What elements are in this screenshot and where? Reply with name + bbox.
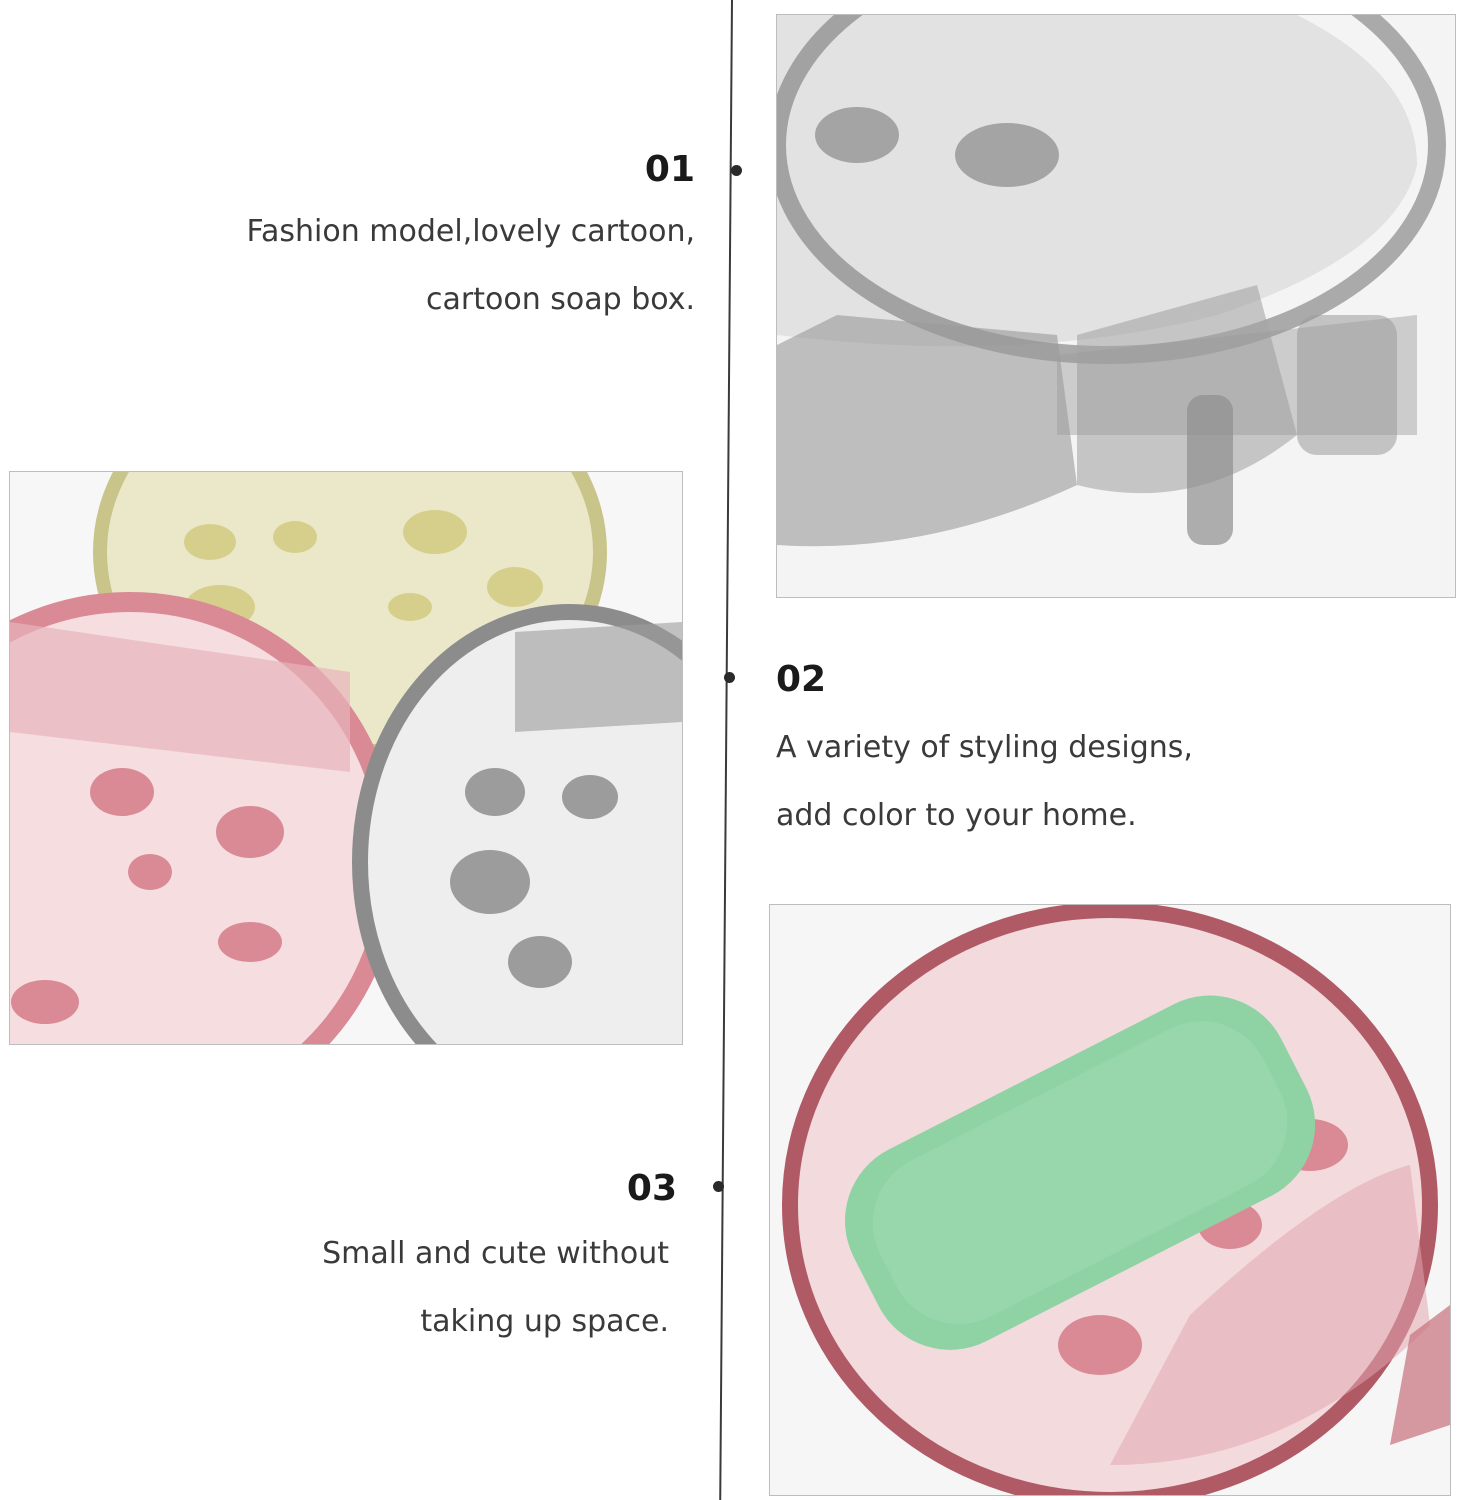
feature-line: Small and cute without xyxy=(322,1236,669,1271)
photo-pink-soap-dish-with-soap xyxy=(769,904,1451,1496)
timeline-dot-02 xyxy=(724,672,735,683)
feature-description-02: A variety of styling designs, add color … xyxy=(776,714,1193,850)
timeline-dot-03 xyxy=(713,1181,724,1192)
feature-number-02: 02 xyxy=(776,659,827,700)
feature-line: A variety of styling designs, xyxy=(776,730,1193,765)
photo-gray-soap-dish xyxy=(776,14,1456,598)
feature-number-01: 01 xyxy=(644,149,695,190)
feature-description-01: Fashion model,lovely cartoon, cartoon so… xyxy=(247,198,695,334)
feature-line: cartoon soap box. xyxy=(426,282,695,317)
photo-three-soap-dishes xyxy=(9,471,683,1045)
timeline-line xyxy=(719,0,733,1500)
feature-line: taking up space. xyxy=(420,1304,669,1339)
feature-number-03: 03 xyxy=(626,1168,677,1209)
feature-line: add color to your home. xyxy=(776,798,1137,833)
feature-description-03: Small and cute without taking up space. xyxy=(322,1220,669,1356)
feature-line: Fashion model,lovely cartoon, xyxy=(246,214,695,249)
timeline-dot-01 xyxy=(731,165,742,176)
